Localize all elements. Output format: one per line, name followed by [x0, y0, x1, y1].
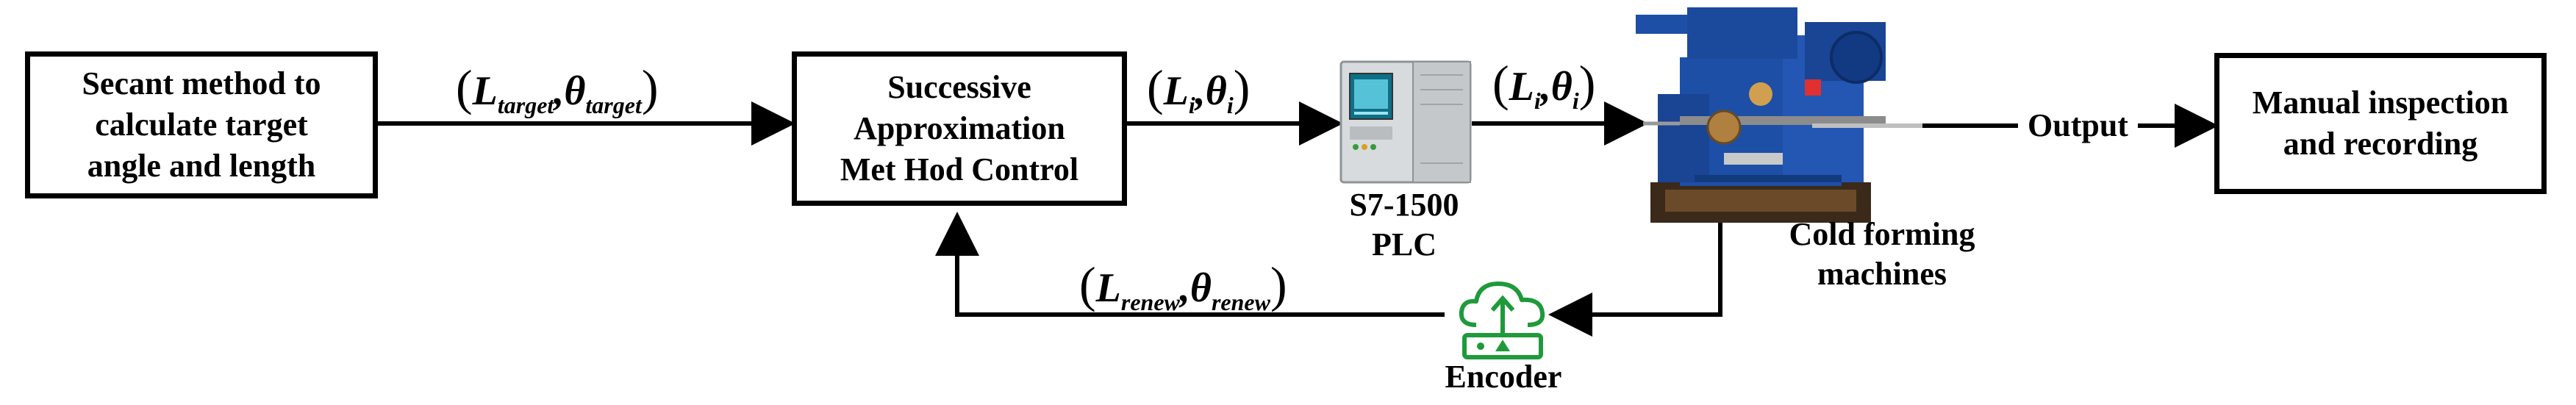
plc-output-signal-label: (Li,θi) [1492, 55, 1596, 114]
feedback-signal-label: (Lrenew,θrenew) [1079, 257, 1287, 315]
output-label: Output [2028, 107, 2128, 143]
plc-device-icon [1339, 60, 1472, 184]
cold-forming-machine-image [1636, 7, 1922, 223]
successive-approximation-block: Successive Approximation Met Hod Control [792, 51, 1127, 206]
encoder-label: Encoder [1445, 359, 1562, 395]
line-machine-to-encoder [1548, 213, 1722, 337]
target-signal-label: (Ltarget,θtarget) [456, 60, 659, 118]
arrow-encoder-to-sam [935, 212, 1445, 317]
command-signal-label: (Li,θi) [1147, 60, 1251, 118]
manual-inspection-block: Manual inspection and recording [2214, 53, 2547, 194]
secant-method-block: Secant method to calculate target angle … [25, 51, 378, 198]
cold-forming-machine-label: Cold forming machines [1789, 216, 1975, 292]
secant-method-label: Secant method to calculate target angle … [82, 65, 321, 184]
cloud-encoder-icon [1459, 282, 1545, 359]
plc-label: S7-1500 PLC [1349, 187, 1459, 262]
manual-inspection-label: Manual inspection and recording [2252, 85, 2509, 162]
successive-approximation-label: Successive Approximation Met Hod Control [840, 69, 1079, 187]
